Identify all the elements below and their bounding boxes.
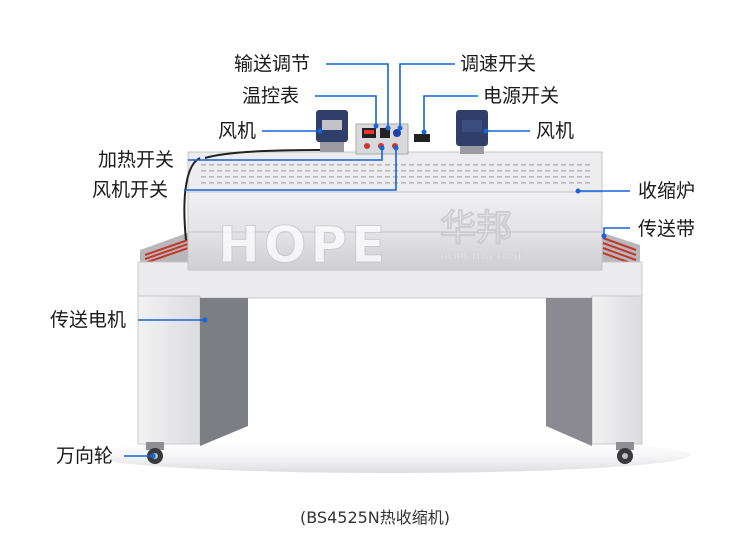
leader-lines (124, 63, 630, 457)
watermark-sub: HOPEMACHINE (440, 252, 525, 263)
leader-speed-switch (399, 63, 455, 128)
fan-left (316, 110, 348, 152)
leader-fan-switch (184, 148, 397, 191)
label-shrink-oven: 收缩炉 (638, 180, 696, 202)
label-conveyor-belt: 传送带 (638, 218, 696, 240)
label-fan-right: 风机 (536, 120, 575, 142)
label-conveyor-adjust: 输送调节 (234, 53, 311, 75)
leader-power-switch (423, 95, 478, 132)
label-heat-switch: 加热开关 (98, 149, 175, 171)
label-speed-switch: 调速开关 (460, 53, 537, 75)
watermark-brand-en: HOPE (218, 216, 389, 274)
machine-stand (137, 261, 643, 446)
leader-conveyor-adjust (326, 63, 389, 128)
leader-temp-controller (315, 95, 377, 126)
label-fan-switch: 风机开关 (92, 179, 169, 201)
control-panel (355, 123, 430, 155)
watermark-brand-cn: 华邦 (440, 208, 512, 249)
label-conveyor-motor: 传送电机 (50, 309, 127, 331)
label-caster-wheel: 万向轮 (56, 445, 114, 467)
floor-shadow (90, 437, 690, 473)
label-power-switch: 电源开关 (483, 85, 560, 107)
leader-dots (150, 123, 607, 459)
label-fan-left: 风机 (218, 120, 257, 142)
figure-caption: (BS4525N热收缩机) (299, 508, 451, 527)
leader-heat-switch (188, 148, 383, 161)
caster-wheels (146, 442, 634, 464)
fan-right (456, 110, 488, 154)
leader-conveyor-belt (603, 227, 630, 236)
watermark: HOPE 华邦 HOPEMACHINE (218, 208, 525, 275)
label-temp-controller: 温控表 (242, 85, 300, 107)
